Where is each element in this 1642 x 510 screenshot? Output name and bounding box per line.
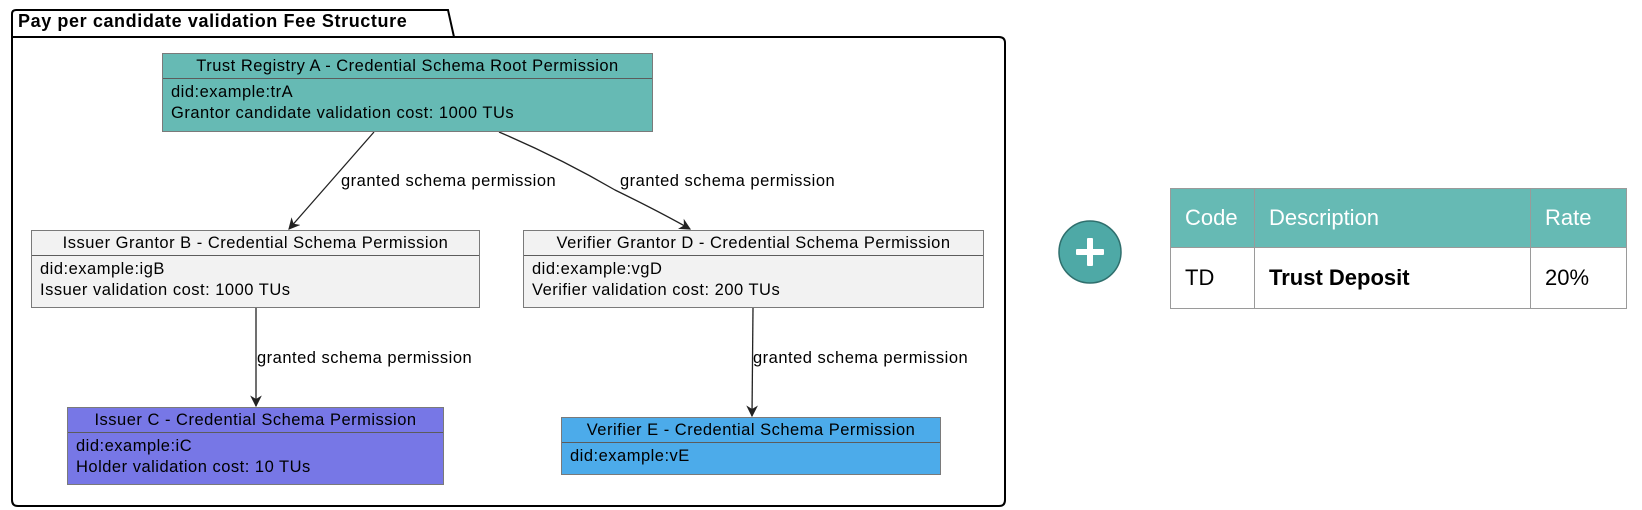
node-title: Trust Registry A - Credential Schema Roo…	[163, 54, 652, 79]
node-verifier-e: Verifier E - Credential Schema Permissio…	[561, 417, 941, 475]
node-verifier-grantor-d: Verifier Grantor D - Credential Schema P…	[523, 230, 984, 308]
column-header-rate: Rate	[1531, 189, 1627, 248]
node-title: Verifier E - Credential Schema Permissio…	[562, 418, 940, 443]
node-issuer-c: Issuer C - Credential Schema Permission …	[67, 407, 444, 485]
fee-table: Code Description Rate TD Trust Deposit 2…	[1170, 188, 1627, 309]
node-did: did:example:vgD	[532, 259, 975, 280]
node-trust-registry-a: Trust Registry A - Credential Schema Roo…	[162, 53, 653, 132]
edge-label-root-verifier-grantor: granted schema permission	[620, 172, 835, 191]
node-did: did:example:vE	[570, 446, 932, 467]
table-row: TD Trust Deposit 20%	[1171, 248, 1627, 309]
node-did: did:example:trA	[171, 82, 644, 103]
node-cost: Grantor candidate validation cost: 1000 …	[171, 103, 644, 124]
node-title: Issuer Grantor B - Credential Schema Per…	[32, 231, 479, 256]
column-header-description: Description	[1255, 189, 1531, 248]
edge-label-root-issuer-grantor: granted schema permission	[341, 172, 556, 191]
edge-label-verifier-grantor-verifier: granted schema permission	[753, 349, 968, 368]
cell-rate: 20%	[1531, 248, 1627, 309]
node-did: did:example:iC	[76, 436, 435, 457]
fee-table-header-row: Code Description Rate	[1171, 189, 1627, 248]
cell-description: Trust Deposit	[1255, 248, 1531, 309]
node-cost: Issuer validation cost: 1000 TUs	[40, 280, 471, 301]
node-issuer-grantor-b: Issuer Grantor B - Credential Schema Per…	[31, 230, 480, 308]
node-cost: Verifier validation cost: 200 TUs	[532, 280, 975, 301]
node-title: Issuer C - Credential Schema Permission	[68, 408, 443, 433]
plus-icon	[1058, 220, 1122, 284]
node-cost: Holder validation cost: 10 TUs	[76, 457, 435, 478]
cell-code: TD	[1171, 248, 1255, 309]
edge-label-issuer-grantor-issuer: granted schema permission	[257, 349, 472, 368]
column-header-code: Code	[1171, 189, 1255, 248]
node-title: Verifier Grantor D - Credential Schema P…	[524, 231, 983, 256]
node-did: did:example:igB	[40, 259, 471, 280]
